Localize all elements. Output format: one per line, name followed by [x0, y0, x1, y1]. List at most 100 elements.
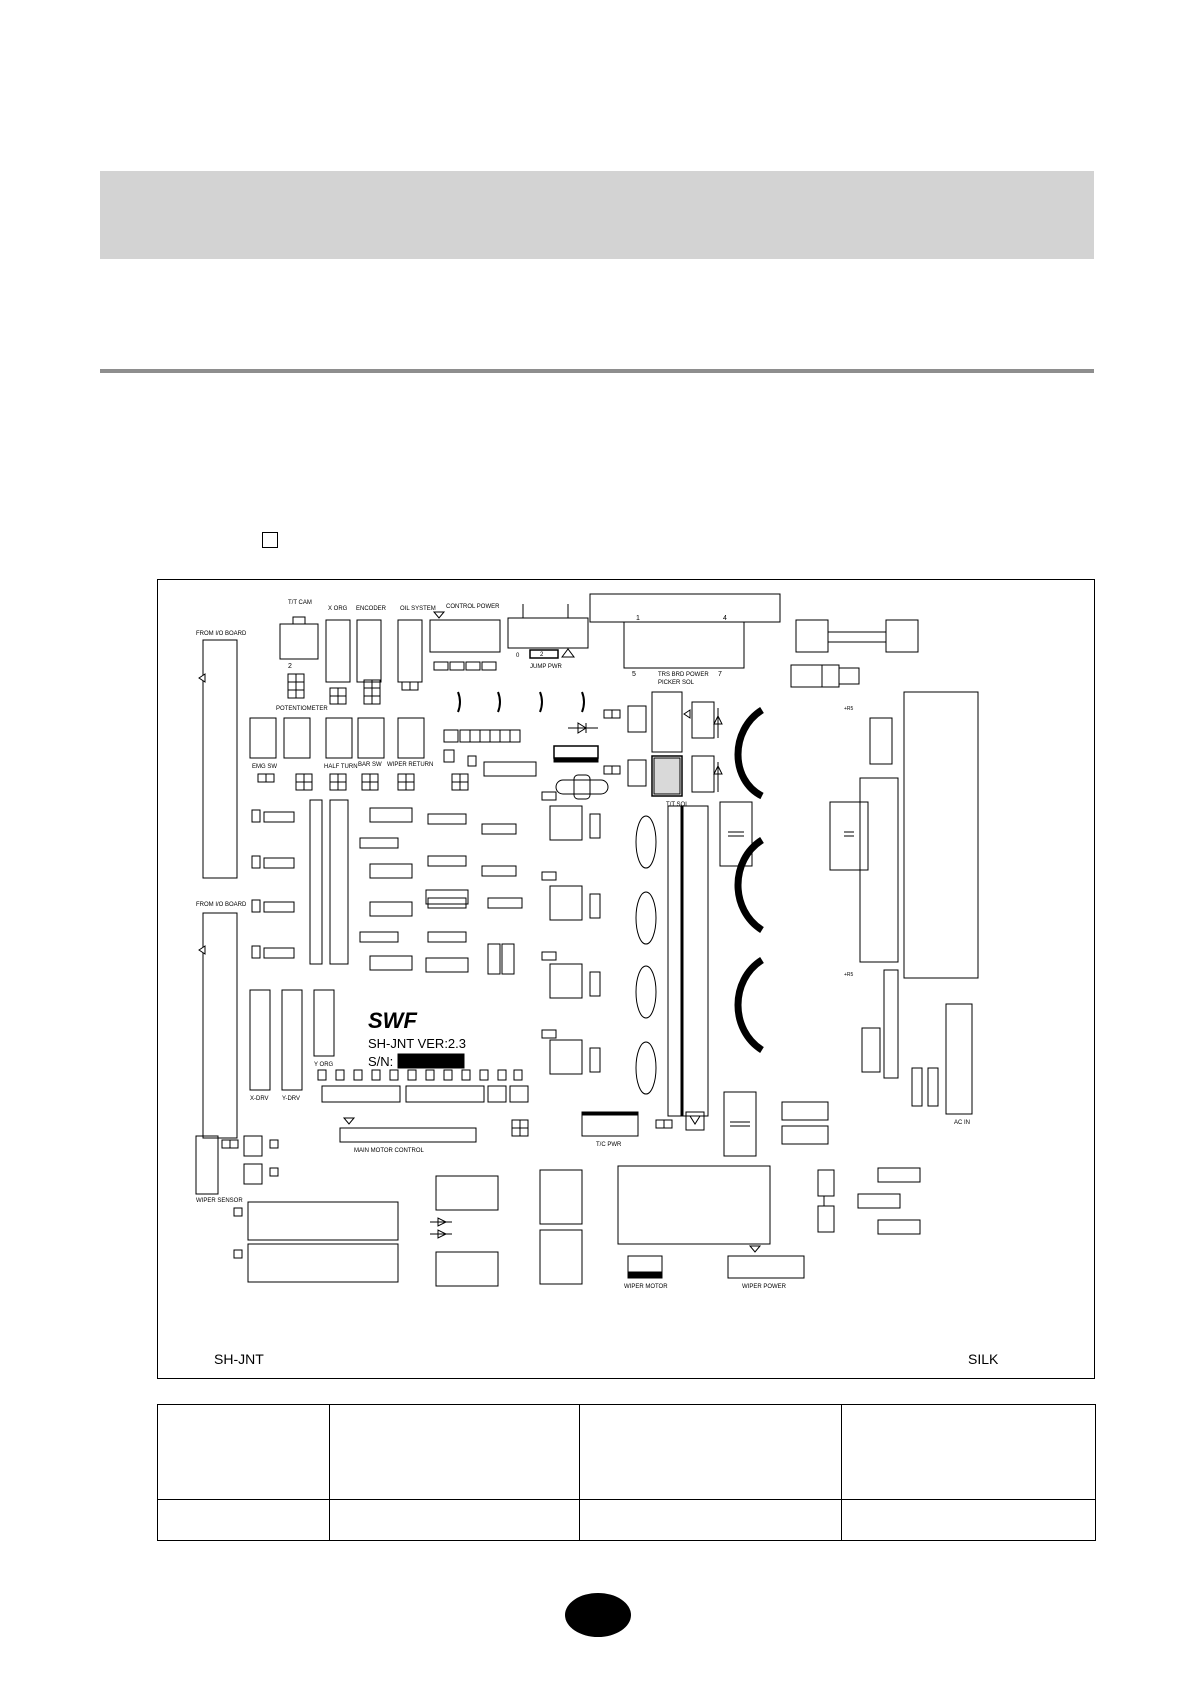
- label-x-org: X ORG: [328, 606, 348, 612]
- label-main-motor-control: MAIN MOTOR CONTROL: [354, 1148, 425, 1154]
- table-row: [157, 1499, 1096, 1541]
- table-cell: [157, 1404, 330, 1500]
- svg-text:0: 0: [516, 653, 520, 659]
- svg-text:7: 7: [718, 671, 722, 678]
- label-silk: SILK: [968, 1351, 999, 1367]
- checkbox-icon[interactable]: [262, 532, 278, 548]
- label-wiper-return: WIPER RETURN: [387, 762, 433, 768]
- diode-column: [541, 791, 601, 1075]
- pcb-drawing: FROM I/O BOARD FROM I/O BOARD T/T CAM 2 …: [195, 593, 999, 1367]
- bottom-large-module: [617, 1165, 771, 1245]
- label-from-io-board-top: FROM I/O BOARD: [196, 631, 247, 637]
- label-potentiometer: POTENTIOMETER: [276, 706, 328, 712]
- thin-strip: [883, 969, 899, 1079]
- cap-block-2: [723, 1091, 757, 1157]
- main-motor-control-connector: [339, 1127, 477, 1143]
- label-encoder: ENCODER: [356, 606, 387, 612]
- x-org-connector: [325, 619, 351, 683]
- label-control-power: CONTROL POWER: [446, 604, 500, 610]
- info-table: [157, 1404, 1096, 1541]
- table-cell: [579, 1404, 842, 1500]
- bottom-block-2: [539, 1229, 583, 1285]
- table-row: [157, 1404, 1096, 1500]
- resistor-bottom-1: [435, 1175, 499, 1211]
- resistor-right-1: [869, 717, 893, 765]
- ac-in-connector: [945, 1003, 973, 1115]
- half-turn-connector: [325, 717, 353, 759]
- resistor-bottom-2: [435, 1251, 499, 1287]
- table-cell: [329, 1404, 580, 1500]
- vertical-heatsink: [667, 805, 709, 1117]
- svg-text:+R5: +R5: [844, 706, 854, 712]
- x-drv-connector: [249, 989, 271, 1091]
- label-bar-sw: BAR SW: [358, 762, 382, 768]
- bar-sw-connector: [357, 717, 385, 759]
- label-picker-sol: PICKER SOL: [658, 680, 695, 686]
- section-divider: [100, 369, 1094, 373]
- io-connector-top: [202, 639, 238, 879]
- wiper-return-connector: [397, 717, 425, 759]
- wiper-sensor-connector: [195, 1135, 219, 1195]
- table-cell: [157, 1499, 330, 1541]
- label-y-org: Y ORG: [314, 1062, 334, 1068]
- table-cell: [841, 1499, 1096, 1541]
- label-wiper-power: WIPER POWER: [742, 1284, 787, 1290]
- svg-text:5: 5: [632, 671, 636, 678]
- label-tc-pwr: T/C PWR: [596, 1142, 622, 1148]
- label-pin-2: 2: [288, 663, 292, 670]
- small-pads-row-1: [433, 661, 497, 671]
- main-motor-connector-a: [321, 1085, 401, 1103]
- pcb-silkscreen-figure: FROM I/O BOARD FROM I/O BOARD T/T CAM 2 …: [157, 579, 1095, 1379]
- pads-row-4: [317, 1069, 529, 1137]
- label-oil-system: OIL SYSTEM: [400, 606, 436, 612]
- jump-pwr-block: [507, 617, 589, 649]
- svg-text:1: 1: [636, 615, 640, 622]
- table-cell: [841, 1404, 1096, 1500]
- checkbox-row: [262, 532, 286, 548]
- wiper-power-connector: [727, 1255, 805, 1279]
- right-big-module: [903, 691, 979, 979]
- fuse-holder-1: [795, 619, 829, 653]
- tt-sol-connector: [651, 755, 683, 797]
- label-trs-brd-power: TRS BRD POWER: [658, 672, 709, 678]
- emg-sw-connector: [249, 717, 277, 759]
- tc-pwr-connector: [581, 1111, 639, 1137]
- label-board-name: SH-JNT: [214, 1351, 264, 1367]
- svg-text:+R5: +R5: [844, 972, 854, 978]
- label-tt-cam: T/T CAM: [288, 600, 312, 606]
- top-big-connector: [589, 593, 781, 623]
- picker-sol-connector: [651, 691, 683, 753]
- bottom-relay-1: [247, 1201, 399, 1241]
- trs-brd-power-connector: [623, 621, 745, 669]
- label-jump-pwr: JUMP PWR: [530, 664, 563, 670]
- label-emg-sw: EMG SW: [252, 764, 277, 770]
- fuse-2: [790, 664, 840, 688]
- io-connector-bottom: [202, 912, 238, 1139]
- pads-row-2: [257, 773, 469, 791]
- fan-cap-column: [635, 815, 657, 1095]
- label-ac-in: AC IN: [954, 1120, 970, 1126]
- encoder-connector: [356, 619, 382, 683]
- serial-label: S/N:: [368, 1054, 393, 1069]
- pads-cluster-1: [287, 673, 419, 705]
- page-number-badge: [565, 1593, 631, 1637]
- right-cap-block: [829, 801, 869, 871]
- tt-relay: [627, 759, 647, 787]
- y-drv-connector: [281, 989, 303, 1091]
- board-version: SH-JNT VER:2.3: [368, 1036, 466, 1051]
- cap-block-1: [719, 801, 753, 867]
- label-from-io-board-bottom: FROM I/O BOARD: [196, 902, 247, 908]
- title-band: [100, 171, 1094, 259]
- picker-relay: [627, 705, 647, 733]
- control-power-connector: [429, 619, 501, 653]
- table-cell: [329, 1499, 580, 1541]
- pads-row-3: [443, 729, 521, 763]
- table-cell: [579, 1499, 842, 1541]
- oil-system-connector: [397, 619, 423, 683]
- label-x-drv: X-DRV: [250, 1096, 269, 1102]
- label-y-drv: Y-DRV: [282, 1096, 300, 1102]
- ic-grid-center: [309, 799, 523, 975]
- bottom-block-1: [539, 1169, 583, 1225]
- svg-text:4: 4: [723, 615, 727, 622]
- swf-logo: SWF: [368, 1008, 417, 1033]
